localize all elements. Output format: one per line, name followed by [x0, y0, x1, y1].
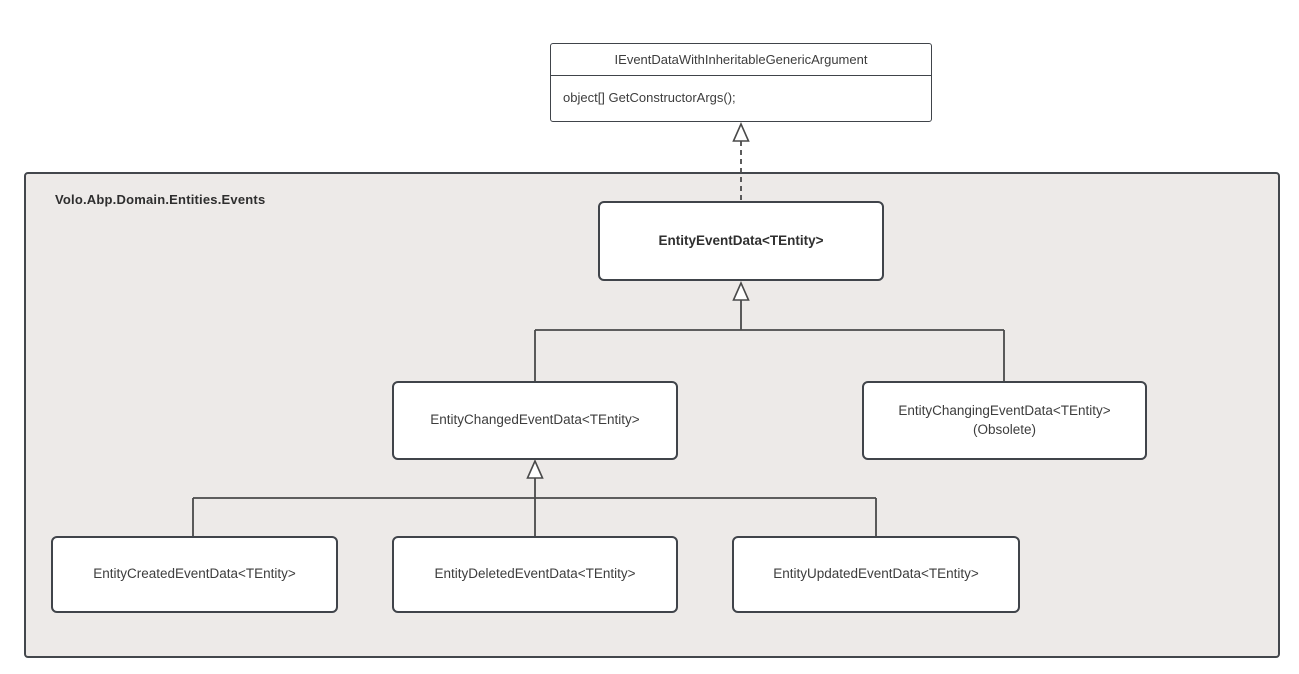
class-name: EntityEventData<TEntity> — [658, 232, 824, 248]
class-node-entity-event-data: EntityEventData<TEntity> — [598, 201, 884, 281]
interface-node: IEventDataWithInheritableGenericArgument… — [550, 43, 932, 122]
interface-name: IEventDataWithInheritableGenericArgument — [551, 44, 931, 76]
class-name: EntityUpdatedEventData<TEntity> — [773, 566, 979, 582]
obsolete-note: (Obsolete) — [972, 421, 1037, 437]
realization-arrowhead — [732, 122, 750, 142]
class-node-entity-updated-event-data: EntityUpdatedEventData<TEntity> — [732, 536, 1020, 613]
class-name: EntityDeletedEventData<TEntity> — [434, 566, 636, 582]
class-node-entity-changing-event-data: EntityChangingEventData<TEntity> (Obsole… — [862, 381, 1147, 460]
namespace-label: Volo.Abp.Domain.Entities.Events — [55, 192, 266, 207]
class-name: EntityChangedEventData<TEntity> — [430, 412, 640, 428]
class-node-entity-created-event-data: EntityCreatedEventData<TEntity> — [51, 536, 338, 613]
class-node-entity-deleted-event-data: EntityDeletedEventData<TEntity> — [392, 536, 678, 613]
class-name: EntityChangingEventData<TEntity> — [898, 403, 1111, 419]
class-name: EntityCreatedEventData<TEntity> — [93, 566, 296, 582]
interface-method: object[] GetConstructorArgs(); — [563, 90, 736, 105]
class-node-entity-changed-event-data: EntityChangedEventData<TEntity> — [392, 381, 678, 460]
